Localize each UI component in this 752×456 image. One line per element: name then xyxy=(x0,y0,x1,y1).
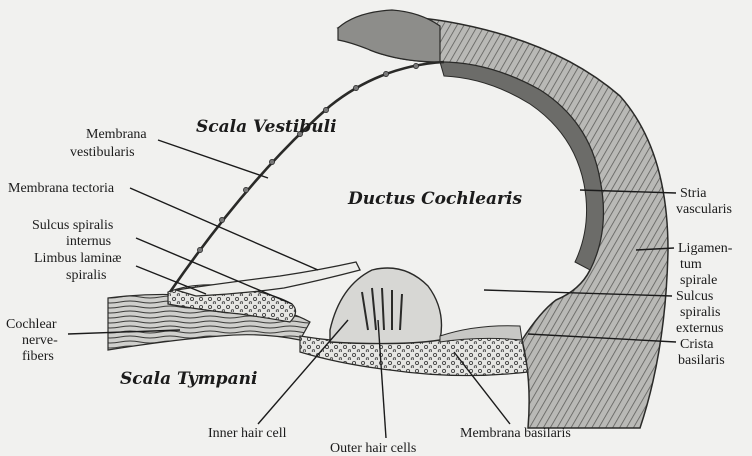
ligamentum-spirale-label-2: tum xyxy=(680,257,702,272)
membrana-tectoria-label: Membrana tectoria xyxy=(8,181,115,196)
sulcus-spiralis-externus-label-1: Sulcus xyxy=(676,289,713,304)
ligamentum-spirale-label-3: spirale xyxy=(680,273,717,288)
limbus-laminae-spiralis-label-1: Limbus laminæ xyxy=(34,251,122,266)
crista-basilaris-label-2: basilaris xyxy=(678,353,725,368)
cochlear-nerve-fibers-label-2: nerve- xyxy=(22,333,58,348)
scala-tympani-label: Scala Tympani xyxy=(120,369,257,389)
sulcus-spiralis-externus-label-2: spiralis xyxy=(680,305,720,320)
sulcus-spiralis-internus-label-1: Sulcus spiralis xyxy=(32,218,113,233)
membrana-vestibularis-shape xyxy=(170,62,444,292)
inner-hair-cell-label: Inner hair cell xyxy=(208,426,287,441)
stria-vascularis-label-1: Stria xyxy=(680,186,707,201)
crista-basilaris-label-1: Crista xyxy=(680,337,714,352)
leader-membrana-vestibularis xyxy=(158,140,268,178)
vestibular-membrane-nuclei xyxy=(197,63,418,252)
scala-vestibuli-label: Scala Vestibuli xyxy=(196,117,337,137)
limbus-laminae-spiralis-label-2: spiralis xyxy=(66,268,106,283)
sulcus-spiralis-internus-label-2: internus xyxy=(66,234,111,249)
organ-of-corti-shape xyxy=(330,268,442,344)
leader-membrana-tectoria xyxy=(130,188,318,270)
cochlear-nerve-fibers-label-1: Cochlear xyxy=(6,317,57,332)
ductus-cochlearis-label: Ductus Cochlearis xyxy=(347,189,522,209)
ligamentum-spirale-label-1: Ligamen- xyxy=(678,241,733,256)
top-bony-wall xyxy=(338,10,440,62)
cochlear-nerve-fibers-label-3: fibers xyxy=(22,349,54,364)
membrana-vestibularis-label-2: vestibularis xyxy=(70,145,135,160)
stria-vascularis-label-2: vascularis xyxy=(676,202,732,217)
outer-hair-cells-label: Outer hair cells xyxy=(330,441,416,456)
membrana-basilaris-label: Membrana basilaris xyxy=(460,426,571,441)
sulcus-spiralis-externus-label-3: externus xyxy=(676,321,723,336)
membrana-vestibularis-label-1: Membrana xyxy=(86,127,147,142)
